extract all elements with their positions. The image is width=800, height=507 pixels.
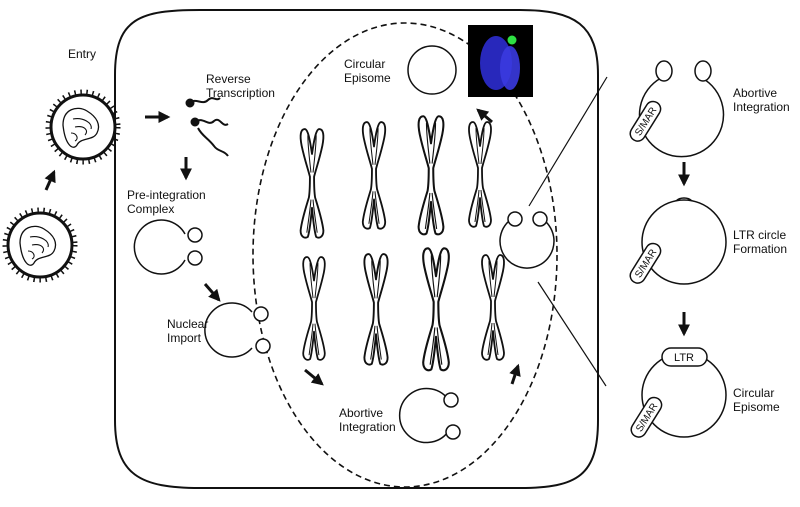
abortive-integration-shape [398,387,461,444]
virus-particle-entry [45,89,121,165]
reverse-transcription-strands [185,97,229,157]
ltr-circle-formation-label: LTR circle Formation [733,228,788,256]
chromosome [363,252,389,366]
entry-label: Entry [68,47,97,61]
reverse-transcription-label: Reverse Transcription [206,72,275,100]
connector-line [528,76,608,207]
pre-integration-complex-shape [133,219,203,275]
nucleus [252,22,558,488]
integration-site-shape [499,211,555,269]
nuclear-import-label: Nuclear Import [167,317,209,345]
micrograph-inset [468,25,533,97]
arrow [304,368,324,386]
cell-membrane [114,9,599,489]
circular-episome-side-label: Circular Episome [733,386,780,414]
circular-episome-nucleus-label: Circular Episome [344,57,391,85]
virus-particle-outside [2,207,78,283]
flow-arrows [44,108,690,386]
abortive-integration-nucleus-label: Abortive Integration [339,406,396,434]
chromosome [467,120,493,228]
side-circular-episome-shape [630,347,727,438]
chromosome [299,128,325,239]
nuclear-import-shape [204,302,271,358]
arrow [476,108,493,124]
side-abortive-integration-shape [629,60,725,158]
circular-episome-shape [407,45,457,95]
pre-integration-complex-label: Pre-integration Complex [127,188,206,216]
abortive-integration-side-label: Abortive Integration [733,86,790,114]
chromosome [417,114,445,236]
chromosome [481,254,505,361]
connector-line [537,281,607,387]
side-ltr-circle-shape [629,197,727,285]
chromosome [361,121,387,230]
chromosome [421,246,451,372]
chromosome [302,255,326,361]
arrow [203,283,221,302]
arrow [509,363,521,385]
arrow [44,169,56,191]
ltr-label: LTR [674,352,694,364]
